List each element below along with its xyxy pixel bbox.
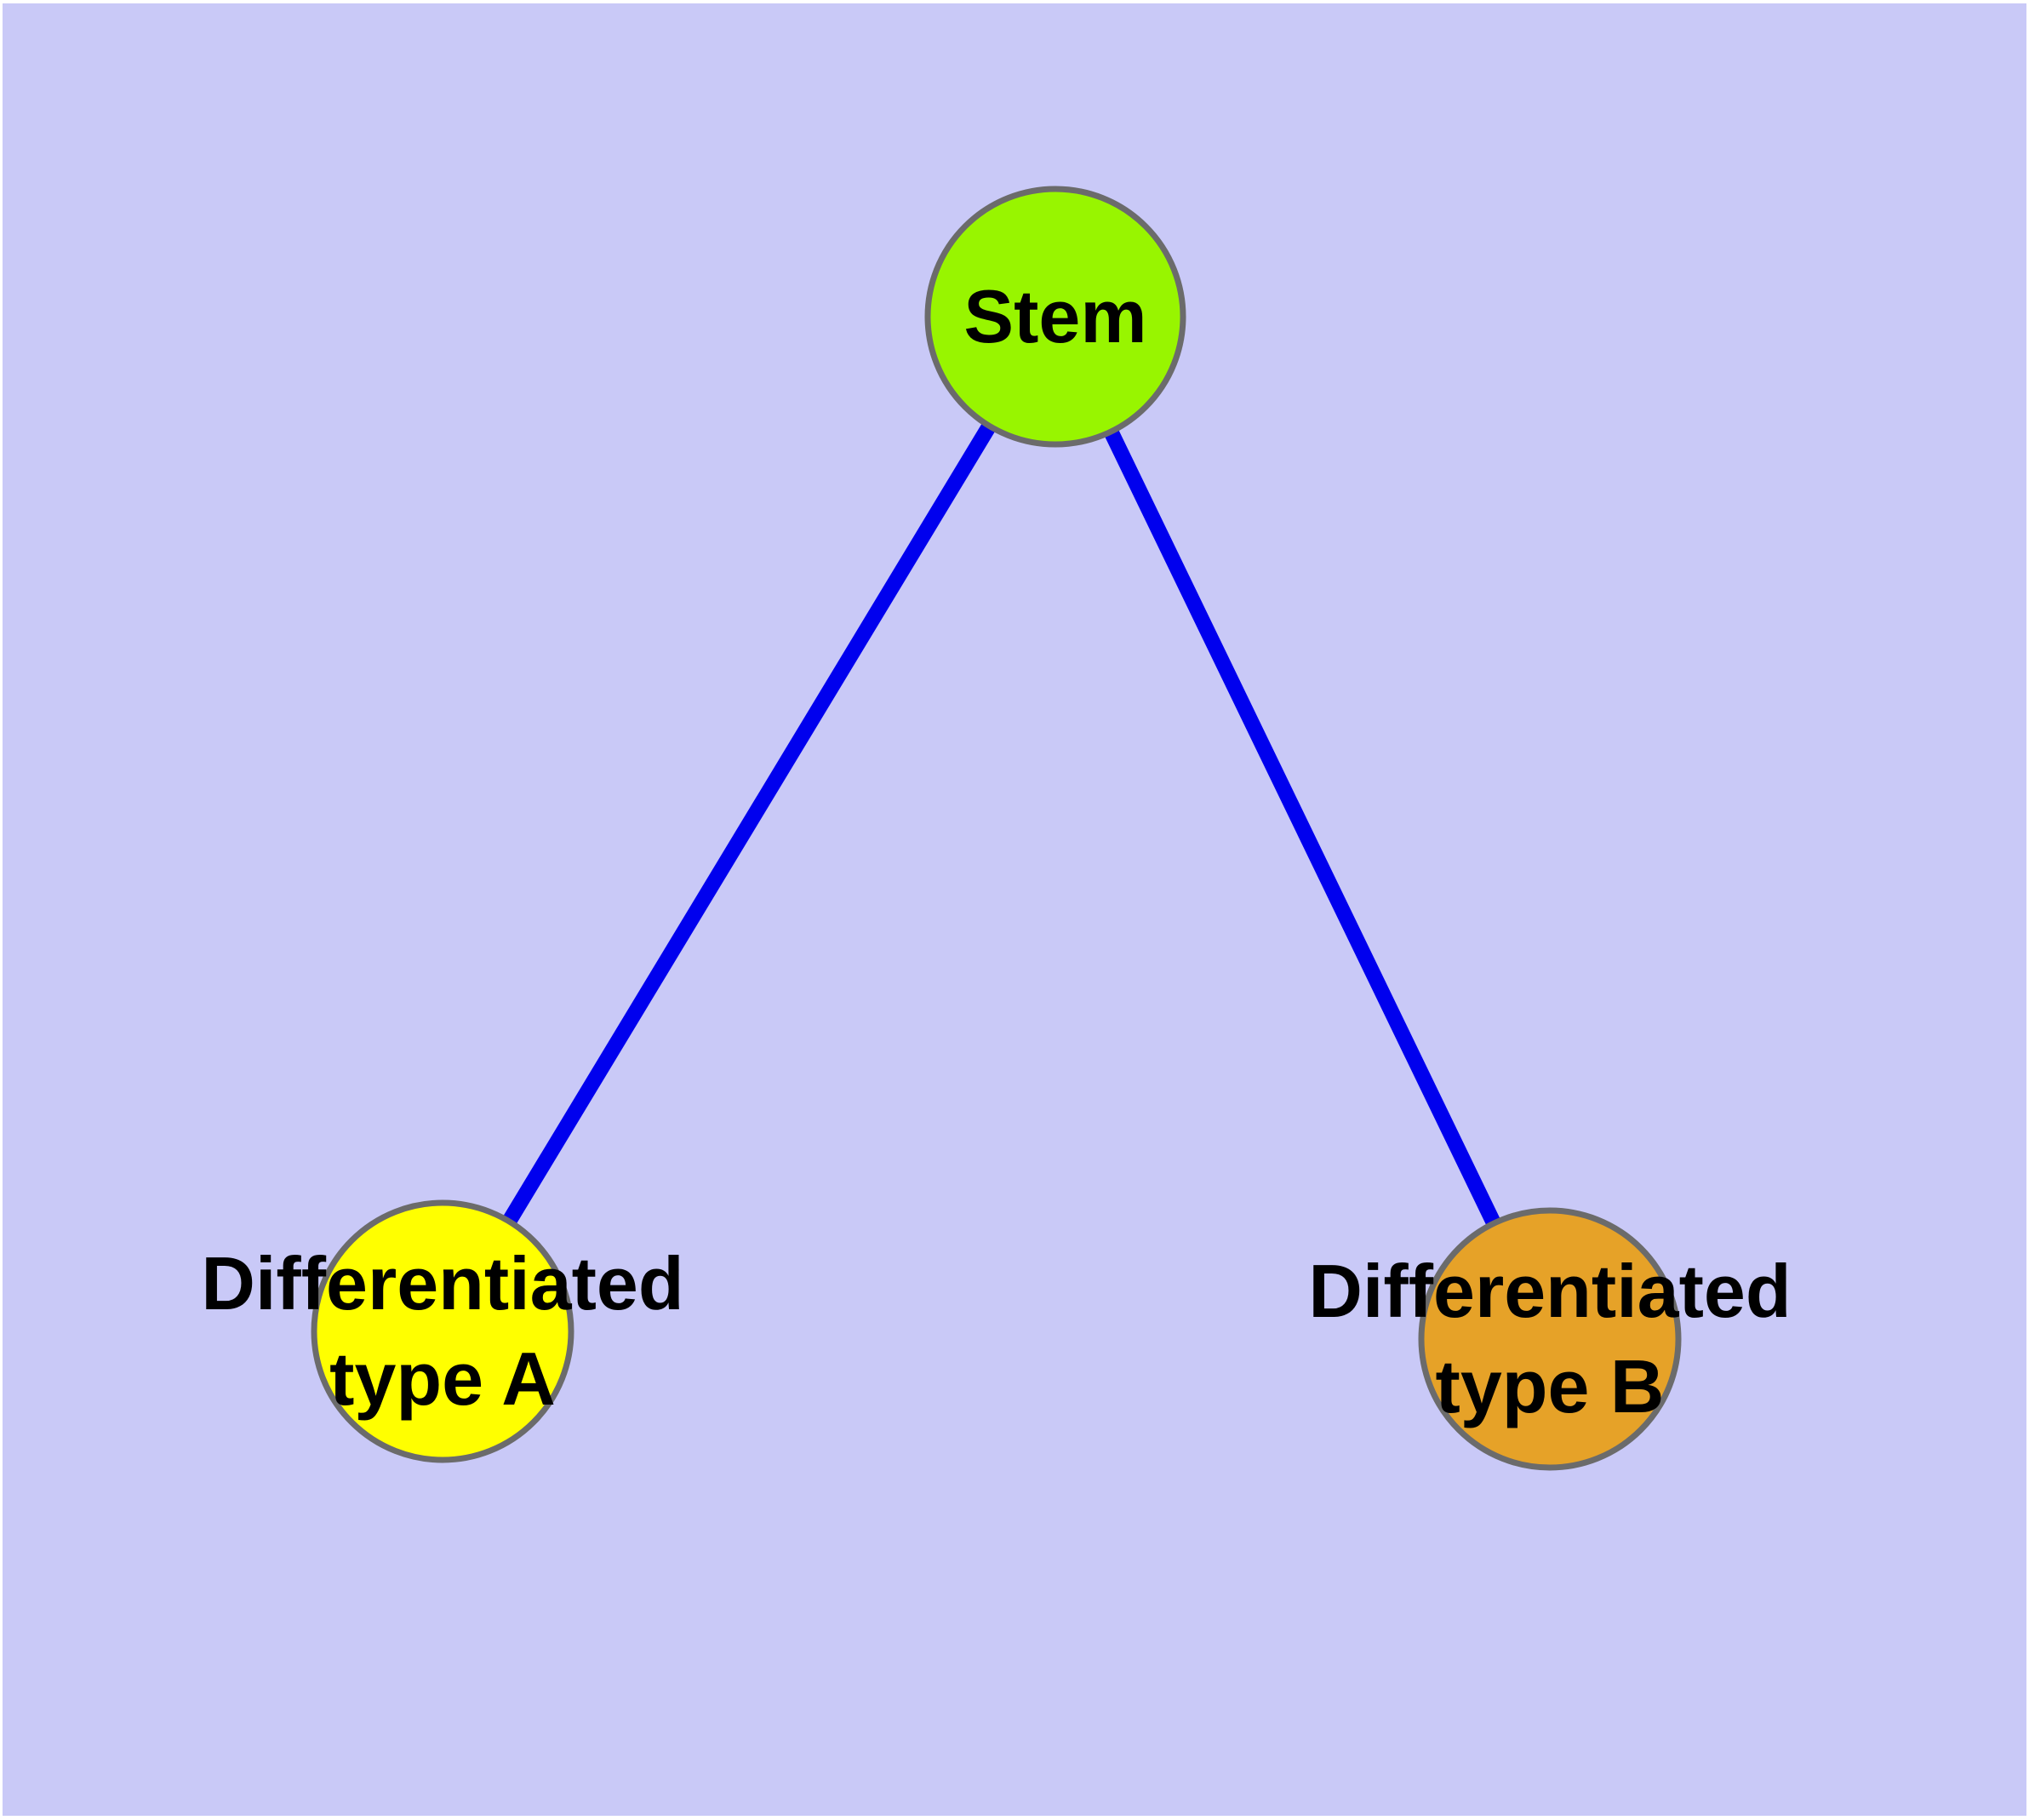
node-stem-circle — [924, 186, 1186, 448]
node-typeA-circle — [311, 1199, 574, 1463]
edge-stem-to-typeA — [436, 312, 1062, 1336]
edge-stem-to-typeB — [1048, 313, 1557, 1342]
node-typeB-circle — [1418, 1207, 1682, 1471]
